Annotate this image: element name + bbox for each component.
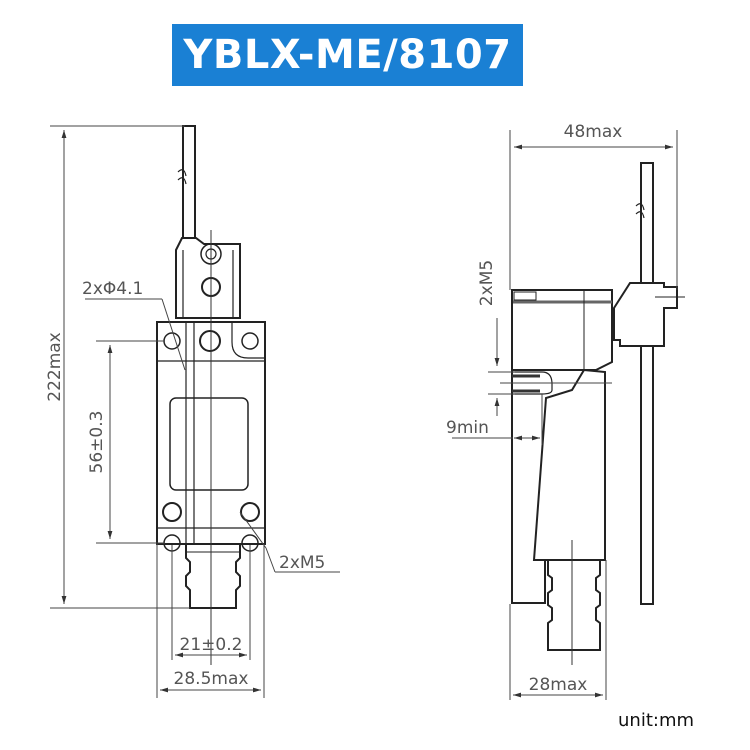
dim-hole-spacing-horizontal: 21±0.2 [180,635,243,655]
front-dimension-lines [50,125,340,698]
dim-min-depth: 9min [446,418,489,438]
dim-bottom-screws: 2xM5 [279,553,325,573]
side-view [511,162,685,651]
dim-overall-height: 222max [45,332,65,402]
dim-side-base-width: 28max [529,675,588,695]
model-title-banner: YBLX-ME/8107 [172,24,523,86]
side-dimension-lines [452,130,678,700]
model-title: YBLX-ME/8107 [183,32,512,78]
dim-side-screws: 2xM5 [477,260,497,306]
dim-overall-width: 28.5max [174,669,249,689]
dim-top-holes: 2xΦ4.1 [82,279,143,299]
unit-label: unit:mm [618,710,695,731]
dim-side-overall-width: 48max [564,122,623,142]
dim-hole-spacing-vertical: 56±0.3 [87,411,107,474]
